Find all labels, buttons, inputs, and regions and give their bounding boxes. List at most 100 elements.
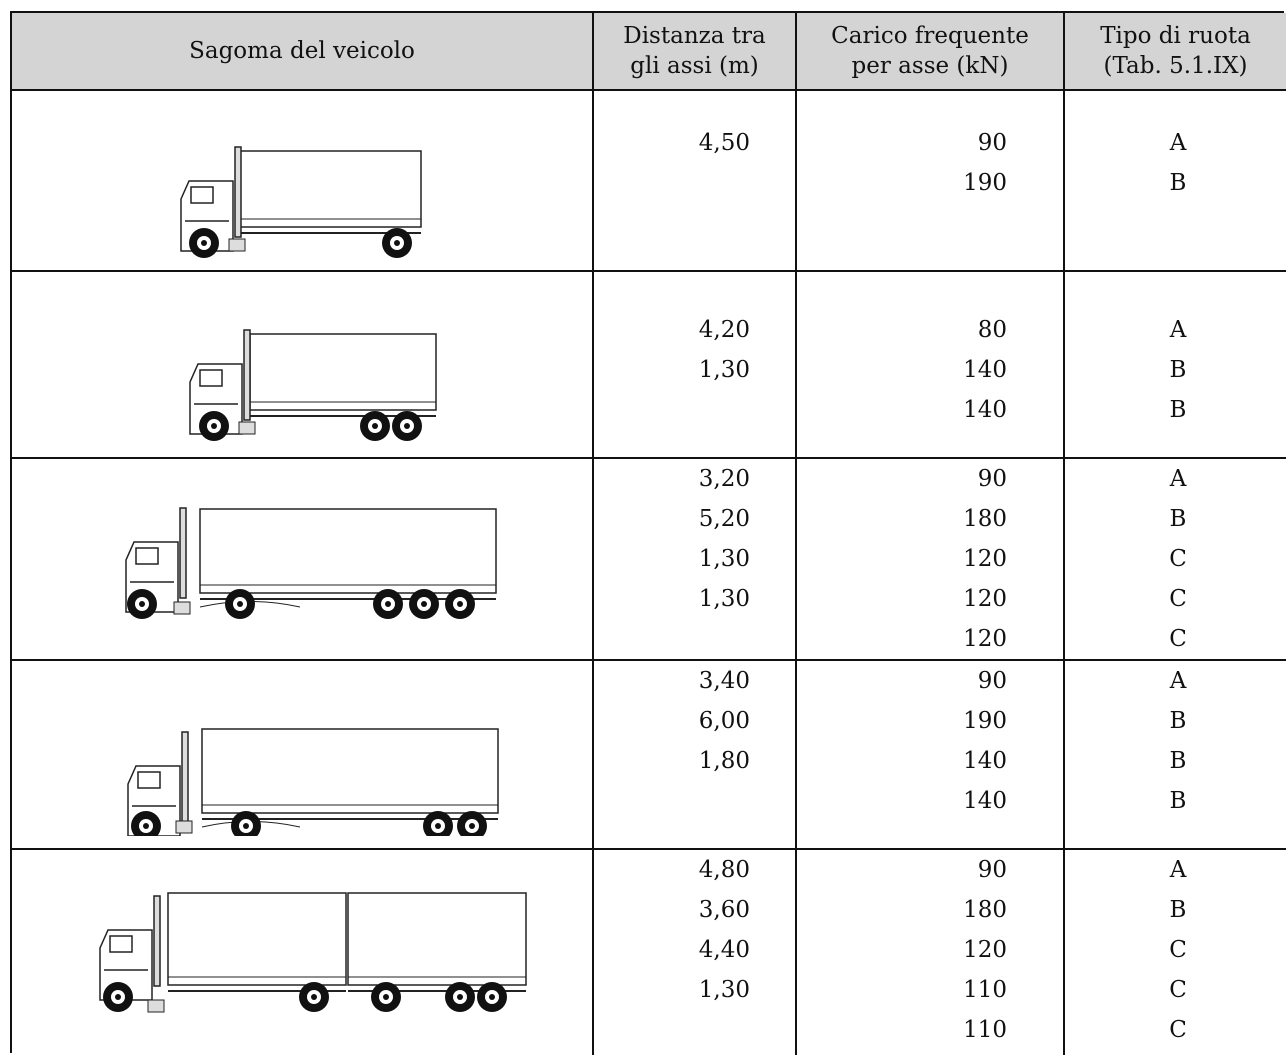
wheel-type-cell: A <box>1169 130 1187 156</box>
wheel-icon <box>392 411 422 441</box>
axle-load-cell: 90 <box>977 668 1007 694</box>
axle-distance-cells: 4,20 1,30 <box>591 310 750 390</box>
truck-cab-icon <box>189 329 251 435</box>
axle-distance-cell: 4,40 <box>698 937 750 963</box>
row-divider <box>12 848 1286 850</box>
truck-cab-icon <box>99 895 161 1001</box>
wheel-type-cell: C <box>1169 546 1187 572</box>
table-header: Sagoma del veicolo Distanza tra gli assi… <box>12 13 1286 91</box>
wheel-type-cell: B <box>1169 170 1187 196</box>
header-wheel-type: Tipo di ruota (Tab. 5.1.IX) <box>1065 13 1286 89</box>
axle-distance-cell: 1,30 <box>698 546 750 572</box>
wheel-icon <box>409 589 439 619</box>
axle-distance-cells: 4,50 <box>591 123 750 163</box>
axle-load-cell: 90 <box>977 466 1007 492</box>
axle-load-cell: 120 <box>963 586 1007 612</box>
three-axle-truck-icon <box>157 324 457 468</box>
wheel-icon <box>445 589 475 619</box>
truck-cab-icon <box>180 146 242 252</box>
wheel-icon <box>231 811 261 841</box>
axle-load-cell: 120 <box>963 937 1007 963</box>
row-divider <box>12 457 1286 459</box>
four-axle-semitrailer-icon <box>110 696 530 841</box>
axle-distance-cell: 3,60 <box>698 897 750 923</box>
axle-load-cell: 140 <box>963 788 1007 814</box>
axle-load-cell: 120 <box>963 626 1007 652</box>
axle-distance-cell: 1,30 <box>698 977 750 1003</box>
wheel-icon <box>477 982 507 1012</box>
wheel-icon <box>131 811 161 841</box>
axle-distance-cell: 6,00 <box>698 708 750 734</box>
header-vehicle: Sagoma del veicolo <box>12 13 592 89</box>
row-divider <box>12 659 1286 661</box>
vehicle-load-table: Sagoma del veicolo Distanza tra gli assi… <box>10 11 1286 1055</box>
axle-load-cell: 190 <box>963 170 1007 196</box>
five-axle-truck-trailer-icon <box>82 874 542 1018</box>
axle-distance-cell: 1,30 <box>698 357 750 383</box>
wheel-icon <box>423 811 453 841</box>
two-axle-truck-icon <box>157 141 437 295</box>
wheel-type-cell: A <box>1169 668 1187 694</box>
header-wheel-type-line2: (Tab. 5.1.IX) <box>1103 53 1248 79</box>
header-wheel-type-line1: Tipo di ruota <box>1100 23 1251 49</box>
axle-load-cell: 120 <box>963 546 1007 572</box>
wheel-icon <box>445 982 475 1012</box>
axle-load-cells: 90 190 140 140 <box>796 661 1007 821</box>
column-divider <box>592 13 594 1055</box>
axle-load-cell: 80 <box>977 317 1007 343</box>
column-divider <box>795 13 797 1055</box>
axle-load-cell: 190 <box>963 708 1007 734</box>
header-axle-distance-line2: gli assi (m) <box>630 53 759 79</box>
axle-distance-cell: 5,20 <box>698 506 750 532</box>
header-axle-distance-line1: Distanza tra <box>623 23 766 49</box>
wheel-type-cell: B <box>1169 357 1187 383</box>
axle-distance-cell: 3,40 <box>698 668 750 694</box>
wheel-type-cell: A <box>1169 317 1187 343</box>
wheel-type-cell: C <box>1169 937 1187 963</box>
wheel-type-cell: A <box>1169 466 1187 492</box>
row-divider <box>12 270 1286 272</box>
wheel-type-cell: C <box>1169 1017 1187 1043</box>
wheel-icon <box>127 589 157 619</box>
axle-load-cell: 140 <box>963 357 1007 383</box>
axle-load-cell: 110 <box>963 1017 1007 1043</box>
wheel-type-cell: C <box>1169 626 1187 652</box>
axle-distance-cell: 4,50 <box>698 130 750 156</box>
wheel-type-cell: B <box>1169 708 1187 734</box>
header-vehicle-label: Sagoma del veicolo <box>189 38 415 64</box>
wheel-type-cell: A <box>1169 857 1187 883</box>
axle-load-cells: 80 140 140 <box>796 310 1007 430</box>
wheel-type-cell: C <box>1169 977 1187 1003</box>
wheel-icon <box>373 589 403 619</box>
header-load-line2: per asse (kN) <box>851 53 1009 79</box>
wheel-icon <box>189 228 219 258</box>
wheel-type-cell: C <box>1169 586 1187 612</box>
wheel-icon <box>382 228 412 258</box>
wheel-type-cell: B <box>1169 748 1187 774</box>
header-load: Carico frequente per asse (kN) <box>797 13 1063 89</box>
axle-load-cell: 140 <box>963 397 1007 423</box>
wheel-type-cell: B <box>1169 397 1187 423</box>
header-axle-distance: Distanza tra gli assi (m) <box>594 13 795 89</box>
axle-distance-cell: 3,20 <box>698 466 750 492</box>
wheel-type-cell: B <box>1169 788 1187 814</box>
wheel-icon <box>299 982 329 1012</box>
axle-load-cell: 90 <box>977 857 1007 883</box>
header-load-line1: Carico frequente <box>831 23 1029 49</box>
axle-distance-cell: 1,80 <box>698 748 750 774</box>
five-axle-semitrailer-icon <box>110 494 530 638</box>
axle-distance-cells: 3,40 6,00 1,80 <box>591 661 750 781</box>
truck-cab-icon <box>125 507 187 613</box>
axle-distance-cell: 4,20 <box>698 317 750 343</box>
axle-load-cell: 140 <box>963 748 1007 774</box>
